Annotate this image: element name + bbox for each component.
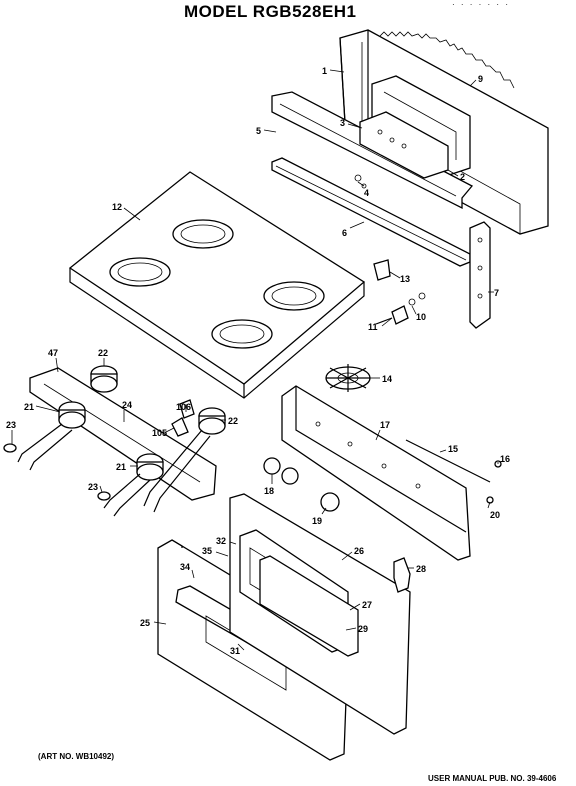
callout-9: 9 [478,74,483,84]
callout-47: 47 [48,348,58,358]
callout-23a: 23 [6,420,16,430]
callout-1: 1 [322,66,327,76]
callout-11: 11 [368,322,378,332]
diagram-title: MODEL RGB528EH1 [184,2,357,21]
cooktop [68,171,366,399]
leader-lines [11,69,499,651]
burner-assembly [3,365,226,517]
art-number: (ART NO. WB10492) [38,752,115,761]
callout-21b: 21 [116,462,126,472]
callout-31: 31 [230,646,240,656]
burner-grate [325,364,371,392]
callout-32: 32 [216,536,226,546]
callout-17: 17 [380,420,390,430]
callout-21a: 21 [24,402,34,412]
callout-106: 106 [176,402,191,412]
callout-35: 35 [202,546,212,556]
publication-number: USER MANUAL PUB. NO. 39-4606 [428,774,557,783]
callout-6: 6 [342,228,347,238]
door-inner-frame [229,493,411,735]
callout-22a: 22 [98,348,108,358]
callout-27: 27 [362,600,372,610]
callout-2: 2 [460,172,465,182]
callout-19: 19 [312,516,322,526]
callout-23b: 23 [88,482,98,492]
callout-10: 10 [416,312,426,322]
callout-105: 105 [152,428,167,438]
callout-12: 12 [112,202,122,212]
callout-5: 5 [256,126,261,136]
callout-29: 29 [358,624,368,634]
callout-3: 3 [340,118,345,128]
callout-4: 4 [364,188,369,198]
callout-15: 15 [448,444,458,454]
callout-26: 26 [354,546,364,556]
callout-7: 7 [494,288,499,298]
callout-16: 16 [500,454,510,464]
side-bracket [469,221,491,329]
control-panel [281,385,491,561]
door-hinge [393,557,411,593]
corner-mark: · · · · · · · [452,0,510,9]
callout-labels: 1 9 3 5 2 4 12 6 13 7 10 11 47 22 14 24 … [6,66,510,656]
callout-14: 14 [382,374,392,384]
small-hardware [373,259,426,325]
callout-34: 34 [180,562,190,572]
callout-24: 24 [122,400,132,410]
callout-18: 18 [264,486,274,496]
callout-25: 25 [140,618,150,628]
callout-28: 28 [416,564,426,574]
callout-20: 20 [490,510,500,520]
callout-13: 13 [400,274,410,284]
callout-22b: 22 [228,416,238,426]
